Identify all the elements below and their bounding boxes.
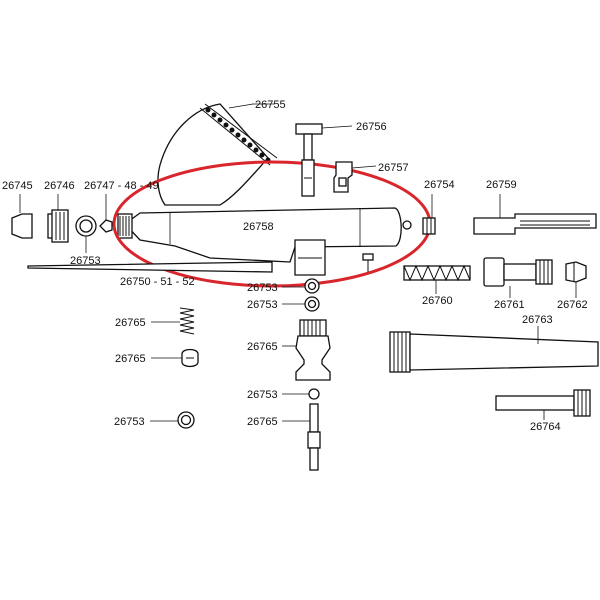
small-screw-26754 — [402, 217, 436, 235]
valve-stem — [307, 403, 321, 471]
label-26760: 26760 — [422, 295, 453, 307]
label-26750-51-52: 26750 - 51 - 52 — [120, 276, 195, 288]
leader-lines — [19, 103, 577, 422]
needle — [27, 261, 273, 273]
label-26753-c: 26753 — [247, 389, 278, 401]
label-26756: 26756 — [356, 121, 387, 133]
air-valve-stem — [295, 123, 323, 197]
label-26765-valve: 26765 — [247, 341, 278, 353]
label-26753-a: 26753 — [247, 282, 278, 294]
label-26762: 26762 — [557, 299, 588, 311]
nozzle-cap — [11, 213, 33, 239]
clip — [181, 348, 199, 368]
o-ring-a — [304, 278, 320, 294]
nozzle-ring — [75, 215, 97, 237]
label-26753-b: 26753 — [247, 299, 278, 311]
label-26747-48-49: 26747 - 48 - 49 — [84, 180, 159, 192]
label-26765-stem: 26765 — [247, 416, 278, 428]
washer-ring — [177, 411, 195, 429]
air-valve-housing — [295, 319, 331, 381]
o-ring-b — [304, 296, 320, 312]
cutaway-handle-adapter — [495, 389, 591, 417]
label-26764: 26764 — [530, 421, 561, 433]
label-26745: 26745 — [2, 180, 33, 192]
spring-guide — [483, 257, 553, 287]
label-26757: 26757 — [378, 162, 409, 174]
label-26763: 26763 — [522, 314, 553, 326]
airbrush-body — [117, 207, 402, 276]
nozzle-tip — [99, 219, 113, 233]
needle-chucking-nut — [565, 261, 587, 283]
handle — [389, 331, 599, 373]
label-26758: 26758 — [243, 221, 274, 233]
label-26765-spring: 26765 — [115, 317, 146, 329]
valve-spring — [179, 307, 195, 335]
label-26746: 26746 — [44, 180, 75, 192]
label-26759: 26759 — [486, 179, 517, 191]
label-26753-nozzle: 26753 — [70, 255, 101, 267]
nozzle-body — [47, 209, 69, 243]
o-ring-c — [308, 388, 320, 400]
label-26755: 26755 — [255, 99, 286, 111]
screw-small — [362, 253, 374, 272]
spring — [403, 264, 471, 282]
label-26765-clip: 26765 — [115, 353, 146, 365]
trigger-guide — [333, 161, 353, 193]
paint-cup — [157, 103, 278, 206]
needle-chucking-guide — [473, 213, 597, 235]
label-26761: 26761 — [494, 299, 525, 311]
label-26753-ring: 26753 — [114, 416, 145, 428]
label-26754: 26754 — [424, 179, 455, 191]
